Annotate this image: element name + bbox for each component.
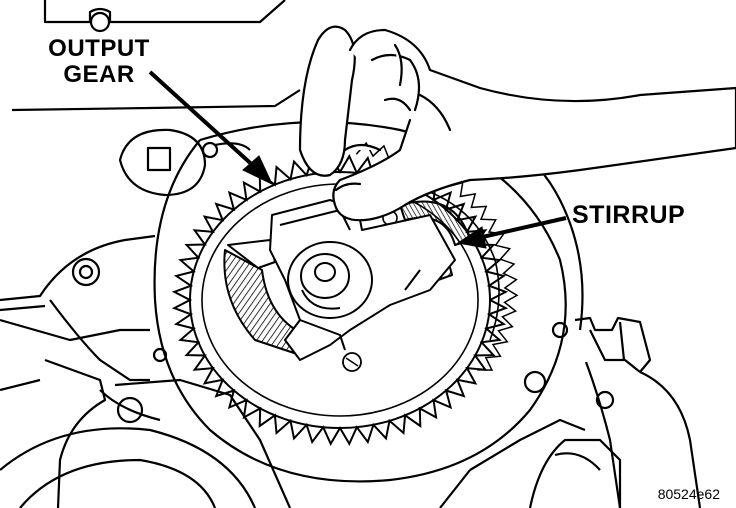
stirrup-assembly [223,199,471,361]
leader-arrows [148,70,567,249]
figure-code: 80524e62 [657,486,720,502]
output-gear-label: OUTPUT GEAR [40,36,158,88]
technician-hand [298,25,736,222]
output-gear-label-line2: GEAR [63,60,135,88]
case-housing [0,0,702,508]
stirrup-label: STIRRUP [572,201,686,229]
output-gear-label-line1: OUTPUT [48,35,150,62]
